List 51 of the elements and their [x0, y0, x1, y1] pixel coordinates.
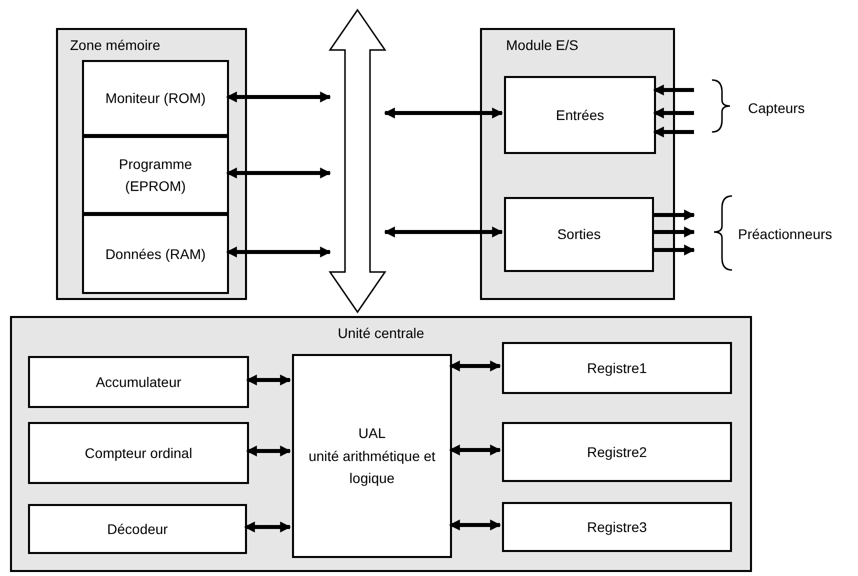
double-arrow [226, 92, 332, 102]
block-label: unité arithmétique et logique [308, 446, 436, 488]
block-box [82, 214, 229, 294]
block-box [502, 422, 732, 482]
double-arrow [226, 246, 332, 258]
block-label: Compteur ordinal [84, 444, 192, 463]
block-label: Accumulateur [96, 372, 182, 392]
block-label: Registre3 [587, 518, 647, 537]
block-label: Registre2 [587, 442, 647, 462]
double-arrow [652, 210, 696, 220]
double-arrow [652, 226, 696, 238]
double-arrow [652, 108, 694, 118]
double-arrow [448, 520, 502, 530]
group-panel [56, 28, 247, 300]
double-arrow [448, 360, 502, 372]
double-arrow [652, 126, 694, 138]
block-label: Registre1 [587, 358, 647, 378]
block-box [504, 76, 656, 154]
block-box [502, 342, 732, 394]
block-box [28, 422, 249, 484]
double-arrow [448, 444, 502, 456]
block-label: Entrées [556, 106, 604, 125]
block-box [292, 354, 452, 558]
side-label: Préactionneurs [738, 225, 832, 244]
block-box [28, 504, 247, 554]
double-arrow [246, 446, 292, 456]
block-label: UAL [358, 424, 386, 444]
double-arrow [246, 374, 292, 386]
block-box [82, 136, 229, 214]
bus-arrow [330, 10, 385, 312]
block-label: Décodeur [107, 520, 168, 539]
group-panel [480, 28, 675, 300]
block-box [28, 356, 249, 408]
double-arrow [652, 84, 694, 96]
block-label: Moniteur (ROM) [105, 88, 206, 108]
side-label: Capteurs [748, 99, 805, 118]
group-panel [10, 316, 752, 572]
block-label: Données (RAM) [105, 244, 206, 264]
double-arrow [652, 244, 696, 256]
block-box [82, 60, 229, 136]
double-arrow [384, 108, 504, 118]
group-title: Unité centrale [338, 324, 424, 343]
double-arrow [384, 226, 504, 238]
group-title: Module E/S [506, 36, 578, 55]
block-label: Sorties [557, 225, 601, 244]
double-arrow [244, 522, 292, 532]
double-arrow [226, 168, 332, 178]
block-box [502, 502, 732, 552]
block-box [504, 197, 654, 272]
block-label: Programme (EPROM) [118, 154, 194, 196]
group-title: Zone mémoire [70, 36, 160, 55]
